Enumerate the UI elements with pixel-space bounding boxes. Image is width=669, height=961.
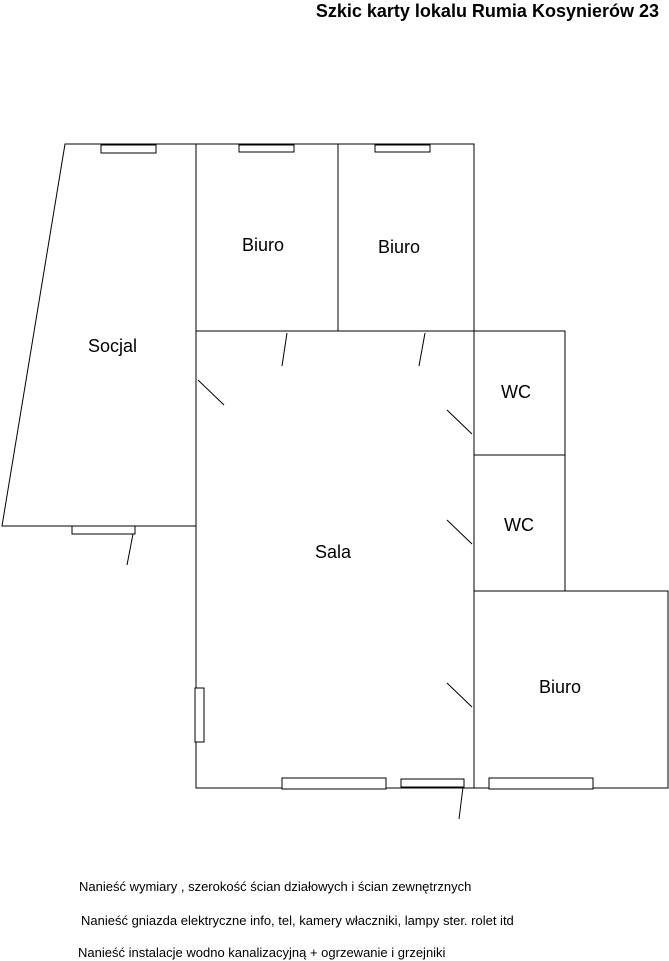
room-label-wc-1: WC xyxy=(501,382,531,402)
window-socjal-top xyxy=(100,144,157,154)
room-label-socjal: Socjal xyxy=(88,336,137,356)
room-label-biuro-3: Biuro xyxy=(539,677,581,697)
window-biuro-3-bottom xyxy=(488,777,594,790)
window-sala-left xyxy=(194,687,205,743)
windows xyxy=(71,144,594,790)
window-socjal-bottom xyxy=(71,525,136,535)
door-wc-2 xyxy=(446,519,473,545)
room-label-biuro-2: Biuro xyxy=(378,237,420,257)
room-socjal-outline xyxy=(1,143,197,527)
door-biuro-2 xyxy=(418,332,426,367)
room-labels: Socjal Biuro Biuro WC WC Sala Biuro xyxy=(88,235,581,697)
window-biuro-1-top xyxy=(238,144,295,153)
door-socjal-exit xyxy=(126,533,134,566)
window-sala-bottom-1 xyxy=(281,777,387,790)
room-label-wc-2: WC xyxy=(504,515,534,535)
page-title: Szkic karty lokalu Rumia Kosynierów 23 xyxy=(315,1,659,21)
door-biuro-1 xyxy=(281,332,288,367)
window-sala-bottom-2 xyxy=(400,778,465,788)
door-main-entrance xyxy=(458,786,464,820)
instruction-note-dimensions: Nanieść wymiary , szerokość ścian działo… xyxy=(79,879,472,894)
doors xyxy=(126,332,473,820)
door-biuro-3 xyxy=(446,682,473,708)
room-label-sala: Sala xyxy=(315,542,352,562)
instruction-note-plumbing: Nanieść instalacje wodno kanalizacyjną +… xyxy=(78,945,446,960)
door-wc-1 xyxy=(446,409,473,435)
instruction-note-electrical: Nanieść gniazda elektryczne info, tel, k… xyxy=(81,913,514,928)
room-label-biuro-1: Biuro xyxy=(242,235,284,255)
window-biuro-2-top xyxy=(374,144,431,153)
door-socjal xyxy=(197,379,225,406)
